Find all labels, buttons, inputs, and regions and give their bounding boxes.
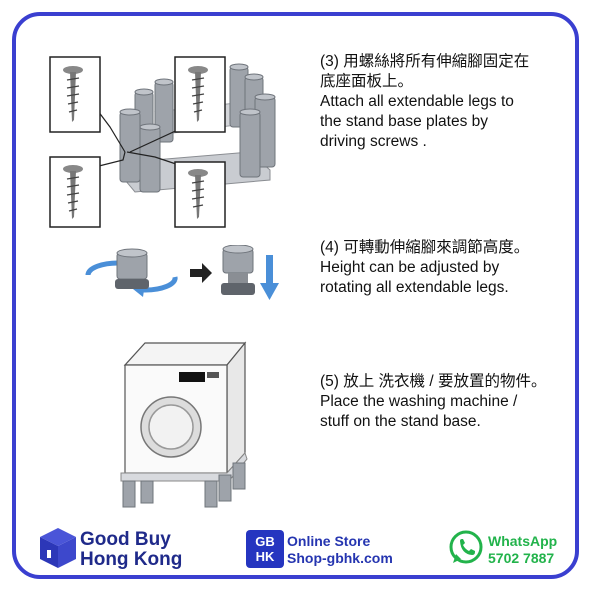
gbhk-logo-top: GB bbox=[255, 534, 275, 549]
step-3-en-line-3: driving screws . bbox=[320, 133, 427, 150]
step-4-zh-line-1: (4) 可轉動伸縮腳來調節高度。 bbox=[320, 239, 530, 256]
brand-name-line-2: Hong Kong bbox=[80, 549, 183, 570]
step-5-zh-line-1: (5) 放上 洗衣機 / 要放置的物件。 bbox=[320, 373, 547, 390]
leg-after bbox=[221, 245, 255, 295]
step-3-en-line-2: the stand base plates by bbox=[320, 113, 489, 130]
screw-callout-bottom-right bbox=[174, 161, 226, 228]
leg-before bbox=[115, 248, 149, 289]
screw-callout-top-left bbox=[49, 56, 101, 133]
whatsapp-icon[interactable] bbox=[447, 529, 485, 567]
brand-name-line-1: Good Buy bbox=[80, 529, 171, 550]
gbhk-logo-bottom: HK bbox=[255, 549, 275, 564]
step-3-instructions: (3) 用螺絲將所有伸縮腳固定在 底座面板上。 Attach all exten… bbox=[320, 52, 529, 152]
step-4-instructions: (4) 可轉動伸縮腳來調節高度。 Height can be adjusted … bbox=[320, 238, 529, 298]
whatsapp-label: WhatsApp bbox=[488, 533, 558, 549]
step-3-zh-line-1: (3) 用螺絲將所有伸縮腳固定在 bbox=[320, 53, 530, 70]
screw-callout-bottom-left bbox=[49, 156, 101, 228]
step-3-zh-line-2: 底座面板上。 bbox=[320, 73, 414, 90]
screw-icon bbox=[188, 169, 208, 219]
height-adjust-illustration bbox=[85, 245, 279, 300]
screw-callout-top-right bbox=[174, 56, 226, 133]
screw-icon bbox=[188, 66, 208, 122]
gbhk-logo: GB HK bbox=[246, 530, 284, 568]
cube-logo-icon bbox=[40, 528, 76, 568]
step-4-en-line-1: Height can be adjusted by bbox=[320, 259, 500, 276]
down-arrow-icon bbox=[260, 255, 279, 300]
leg-assembly-illustration bbox=[49, 56, 276, 228]
online-store-link[interactable]: Shop-gbhk.com bbox=[287, 550, 393, 566]
screw-icon bbox=[63, 165, 83, 219]
washing-machine-illustration bbox=[120, 341, 248, 508]
step-5-en-line-1: Place the washing machine / bbox=[320, 393, 518, 410]
whatsapp-number[interactable]: 5702 7887 bbox=[488, 550, 555, 566]
screw-icon bbox=[63, 66, 83, 122]
right-arrow-icon bbox=[190, 263, 212, 283]
outer-frame bbox=[12, 12, 579, 579]
step-4-en-line-2: rotating all extendable legs. bbox=[320, 279, 509, 296]
step-5-instructions: (5) 放上 洗衣機 / 要放置的物件。 Place the washing m… bbox=[320, 372, 546, 432]
step-5-en-line-2: stuff on the stand base. bbox=[320, 413, 481, 430]
step-3-en-line-1: Attach all extendable legs to bbox=[320, 93, 514, 110]
online-store-label: Online Store bbox=[287, 533, 371, 549]
